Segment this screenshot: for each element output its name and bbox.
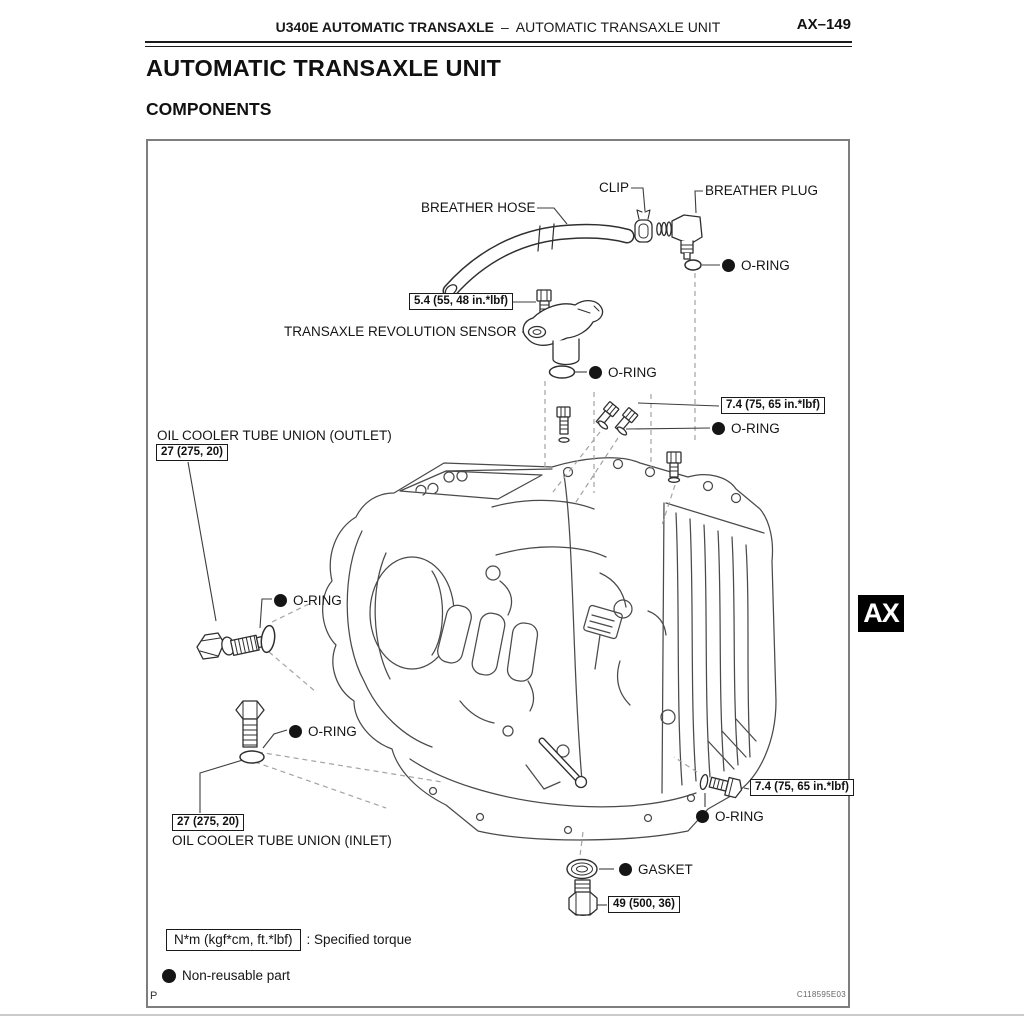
header-separator: – xyxy=(500,19,509,35)
non-reusable-dot-icon xyxy=(274,594,287,607)
torque-box-27-outlet: 27 (275, 20) xyxy=(156,444,229,461)
torque-box-27-inlet: 27 (275, 20) xyxy=(172,814,245,831)
o-ring-label: O-RING xyxy=(293,593,342,608)
clip-part xyxy=(634,209,653,243)
breather-hose-label: BREATHER HOSE xyxy=(421,200,536,215)
o-ring-breather-part xyxy=(684,259,702,271)
breather-hose-part xyxy=(442,223,635,299)
o-ring-union-left-part xyxy=(597,420,609,430)
bolt-a-part xyxy=(556,406,571,443)
revolution-sensor-part xyxy=(522,300,604,366)
o-ring-br-part xyxy=(699,773,709,791)
shift-lever-inner xyxy=(539,738,581,782)
non-reusable-dot-icon xyxy=(696,810,709,823)
lever-knob xyxy=(574,775,588,789)
page-bottom-rule xyxy=(0,1014,1024,1016)
torque-box-5-4: 5.4 (55, 48 in.*lbf) xyxy=(409,293,513,310)
assembly-dashed-lines xyxy=(254,273,698,857)
o-ring-callout-inlet: O-RING xyxy=(289,724,357,739)
o-ring-label: O-RING xyxy=(308,724,357,739)
o-ring-label: O-RING xyxy=(715,809,764,824)
oil-cooler-inlet-label: OIL COOLER TUBE UNION (INLET) xyxy=(172,833,392,848)
transaxle-body xyxy=(322,457,777,841)
oil-cooler-outlet-label: OIL COOLER TUBE UNION (OUTLET) xyxy=(157,428,392,443)
section-title: COMPONENTS xyxy=(146,99,272,119)
torque-legend: N*m (kgf*cm, ft.*lbf) : Specified torque xyxy=(166,929,412,951)
torque-box-49: 49 (500, 36) xyxy=(608,896,681,913)
printer-mark: P xyxy=(150,990,158,1002)
o-ring-callout-sensor: O-RING xyxy=(589,365,657,380)
inlet-union-part xyxy=(235,700,265,748)
o-ring-label: O-RING xyxy=(731,421,780,436)
header-rule xyxy=(145,41,852,47)
figure-code: C118595E03 xyxy=(796,990,846,999)
bolt-d-part xyxy=(666,451,682,483)
o-ring-callout-bottom-right: O-RING xyxy=(696,809,764,824)
non-reusable-dot-icon xyxy=(589,366,602,379)
non-reusable-dot-icon xyxy=(712,422,725,435)
o-ring-inlet-part xyxy=(239,750,265,764)
non-reusable-legend: Non-reusable part xyxy=(162,968,290,983)
breather-plug-part xyxy=(656,214,703,260)
transaxle-illustration xyxy=(187,187,777,916)
non-reusable-dot-icon xyxy=(619,863,632,876)
outlet-union-part xyxy=(196,632,265,660)
page-title: AUTOMATIC TRANSAXLE UNIT xyxy=(146,55,502,81)
o-ring-outlet-part xyxy=(260,624,276,654)
leader-lines xyxy=(187,187,750,906)
o-ring-callout-union: O-RING xyxy=(712,421,780,436)
torque-unit-caption: : Specified torque xyxy=(306,932,412,947)
non-reusable-dot-icon xyxy=(162,968,176,983)
breather-plug-label: BREATHER PLUG xyxy=(705,183,819,198)
revolution-sensor-label: TRANSAXLE REVOLUTION SENSOR xyxy=(284,324,517,339)
components-figure: CLIP BREATHER PLUG BREATHER HOSE O-RING … xyxy=(146,139,854,1008)
drain-plug-part xyxy=(568,879,598,916)
o-ring-callout-breather: O-RING xyxy=(722,258,790,273)
o-ring-label: O-RING xyxy=(608,365,657,380)
torque-box-7-4-top: 7.4 (75, 65 in.*lbf) xyxy=(721,397,825,414)
o-ring-union-right-part xyxy=(616,426,628,436)
br-bolt-part xyxy=(708,776,743,799)
gasket-label: GASKET xyxy=(638,862,693,877)
header-section: U340E AUTOMATIC TRANSAXLE xyxy=(275,19,494,35)
non-reusable-dot-icon xyxy=(289,725,302,738)
o-ring-sensor-part xyxy=(548,365,576,379)
page-number: AX–149 xyxy=(796,16,851,33)
section-tab-ax: AX xyxy=(858,595,904,632)
header-chapter: AUTOMATIC TRANSAXLE UNIT xyxy=(515,19,721,35)
non-reusable-label: Non-reusable part xyxy=(182,968,291,983)
o-ring-label: O-RING xyxy=(741,258,790,273)
torque-box-7-4-bottom: 7.4 (75, 65 in.*lbf) xyxy=(750,779,854,796)
header-breadcrumb: U340E AUTOMATIC TRANSAXLE–AUTOMATIC TRAN… xyxy=(146,19,850,35)
non-reusable-dot-icon xyxy=(722,259,735,272)
gasket-part xyxy=(566,858,598,880)
o-ring-callout-outlet: O-RING xyxy=(274,593,342,608)
clip-label: CLIP xyxy=(599,180,630,195)
torque-unit-box: N*m (kgf*cm, ft.*lbf) xyxy=(166,929,301,951)
gasket-callout: GASKET xyxy=(619,862,693,877)
